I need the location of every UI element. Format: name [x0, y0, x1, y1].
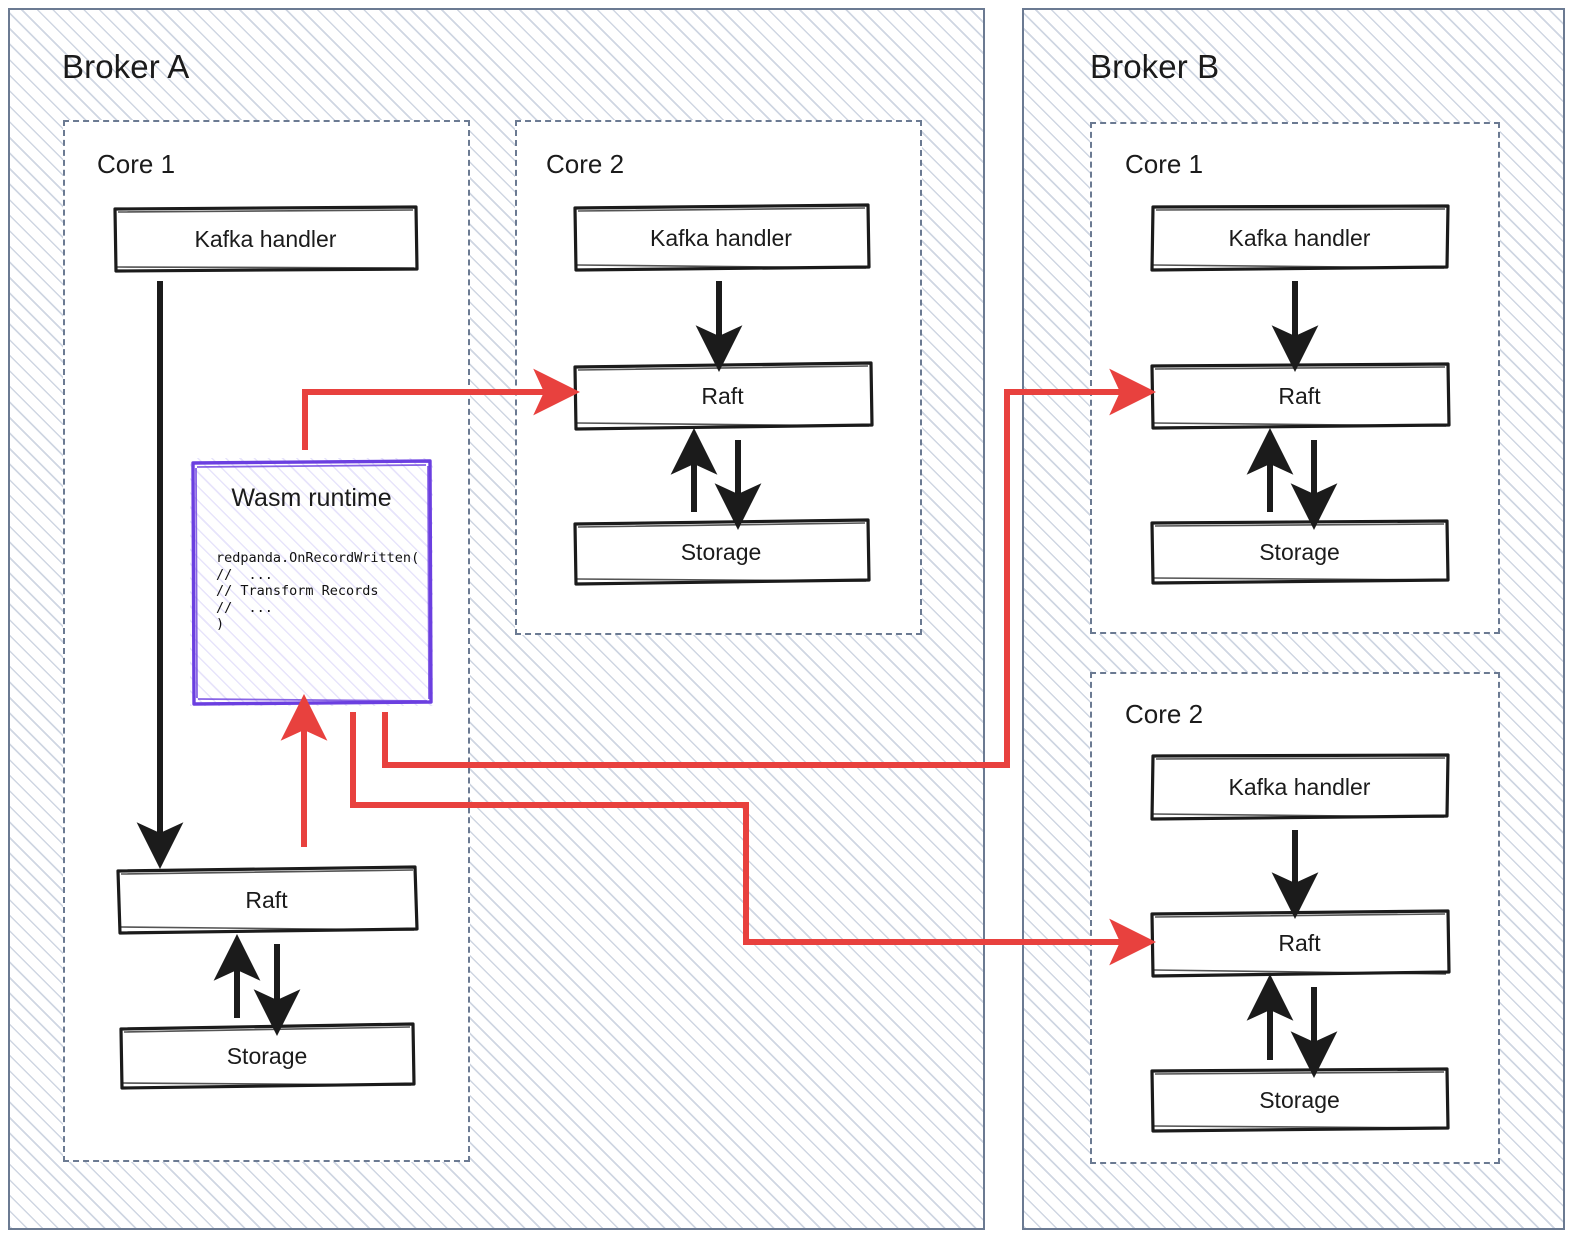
ba-c2-kafka-handler-node[interactable]: Kafka handler	[571, 203, 871, 273]
bb-c1-raft-label: Raft	[1278, 382, 1321, 409]
ba-c2-storage-node[interactable]: Storage	[571, 518, 871, 586]
sketch-border	[573, 203, 871, 272]
ba-c1-wasm-runtime-code: redpanda.OnRecordWritten( // ... // Tran…	[216, 550, 420, 632]
ba-c2-raft-label: Raft	[701, 382, 744, 409]
bb-c2-kafka-handler-label: Kafka handler	[1228, 773, 1371, 800]
broker-a-core-2-label: Core 2	[546, 149, 625, 179]
bb-c1-kafka-handler-node[interactable]: Kafka handler	[1148, 203, 1451, 273]
bb-c2-storage-label: Storage	[1259, 1086, 1340, 1113]
sketch-border	[1150, 204, 1450, 272]
ba-c1-wasm-runtime-node[interactable]: Wasm runtime redpanda.OnRecordWritten( /…	[190, 458, 433, 706]
ba-c2-storage-label: Storage	[680, 538, 762, 565]
ba-c1-raft-node[interactable]: Raft	[115, 865, 419, 935]
sketch-border	[1150, 753, 1450, 821]
ba-c1-kafka-handler-node[interactable]: Kafka handler	[113, 205, 419, 273]
ba-c1-kafka-handler-label: Kafka handler	[194, 225, 337, 252]
bb-c2-raft-label: Raft	[1278, 929, 1321, 956]
ba-c1-storage-node[interactable]: Storage	[118, 1022, 416, 1090]
sketch-border	[113, 205, 419, 273]
broker-a-label: Broker A	[62, 48, 190, 85]
broker-b-core-2-label: Core 2	[1125, 699, 1204, 729]
ba-c1-storage-label: Storage	[226, 1042, 308, 1069]
bb-c2-raft-node[interactable]: Raft	[1148, 908, 1451, 978]
bb-c1-kafka-handler-label: Kafka handler	[1228, 224, 1371, 251]
broker-a-core-1-label: Core 1	[97, 149, 176, 179]
bb-c1-storage-node[interactable]: Storage	[1148, 518, 1451, 586]
bb-c2-storage-node[interactable]: Storage	[1148, 1066, 1451, 1134]
bb-c2-kafka-handler-node[interactable]: Kafka handler	[1148, 752, 1451, 822]
broker-b-label: Broker B	[1090, 48, 1220, 85]
ba-c1-wasm-runtime-title: Wasm runtime	[231, 484, 392, 512]
broker-b-core-1-label: Core 1	[1125, 149, 1204, 179]
bb-c1-raft-node[interactable]: Raft	[1148, 361, 1451, 431]
ba-c2-kafka-handler-label: Kafka handler	[650, 224, 792, 251]
ba-c1-raft-label: Raft	[245, 886, 288, 913]
ba-c2-raft-node[interactable]: Raft	[571, 361, 874, 431]
bb-c1-storage-label: Storage	[1259, 538, 1340, 565]
